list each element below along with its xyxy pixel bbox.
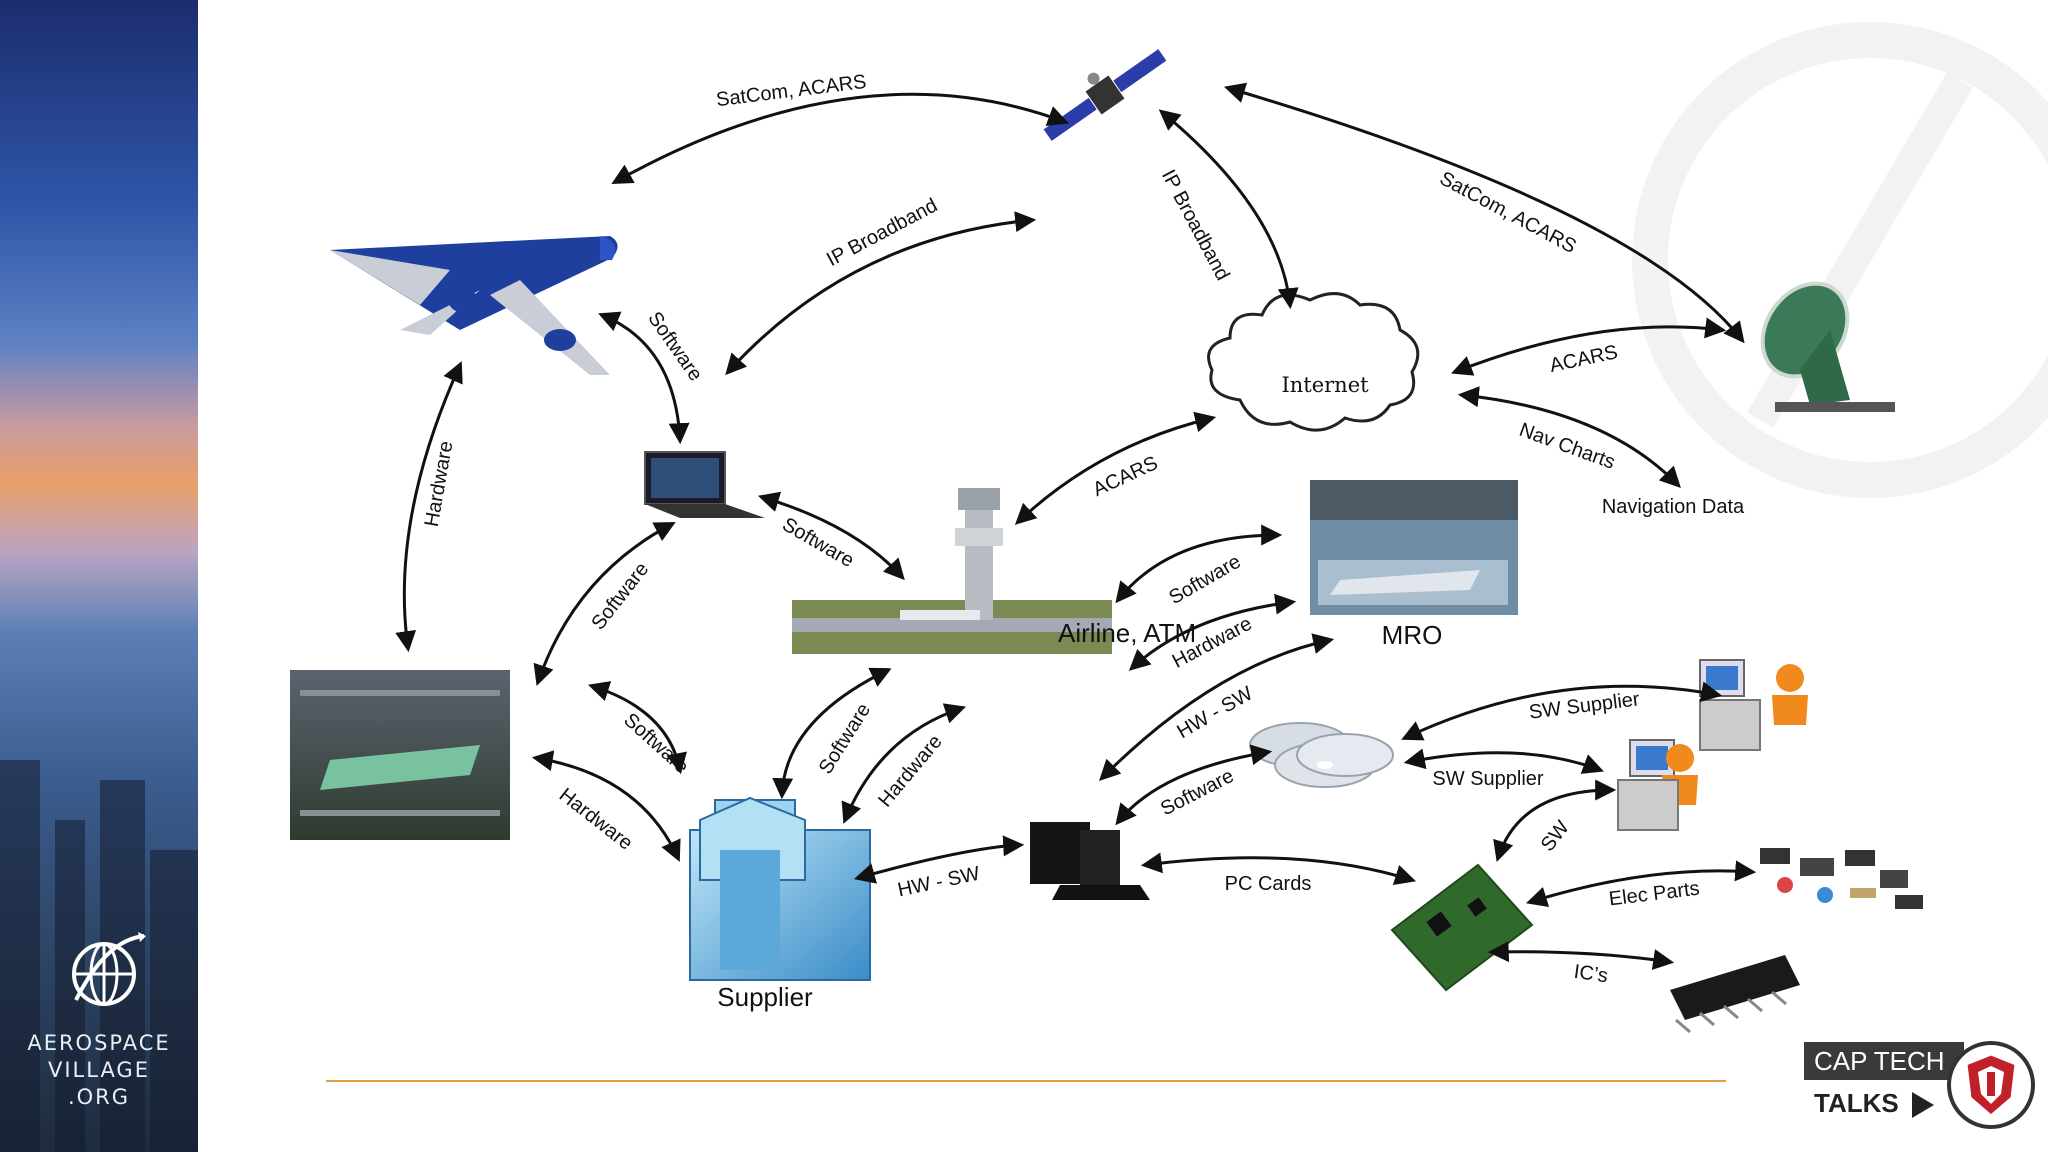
airline-atm-photo [792, 488, 1112, 654]
edge-arrow-internet-airline [1014, 411, 1217, 525]
edge-arrow-airline-mro-software [1115, 524, 1283, 604]
cap-shield-logo-icon [1947, 1041, 2035, 1129]
edge-label-satellite-groundstation: SatCom, ACARS [1436, 168, 1580, 258]
edge-arrow-satellite-laptop [725, 211, 1037, 376]
edge-arrow-internet-navdata [1457, 386, 1681, 489]
play-arrow-icon [1912, 1092, 1934, 1118]
skyline-shape [100, 780, 145, 1152]
mro-hangar-photo [1310, 480, 1518, 615]
edge-arrow-circuit-swsupplier [1493, 779, 1617, 862]
edge-arrow-factory-supplier-hardware [531, 750, 681, 862]
supplier-label: Supplier [717, 982, 813, 1012]
edge-label-aircraft-laptop: Software [643, 308, 706, 385]
edge-arrow-satellite-groundstation [1223, 82, 1745, 344]
edge-label-supplier-airline-hardware: Hardware [874, 731, 947, 812]
software-discs-icon [1249, 722, 1394, 788]
footer-divider [326, 1080, 1726, 1082]
edge-arrow-laptop-airline [757, 491, 905, 581]
edge-arrow-laptop-factory [533, 522, 676, 686]
edge-label-satellite-internet: IP Broadband [1157, 166, 1234, 284]
edge-label-internet-navdata: Nav Charts [1516, 419, 1618, 474]
edge-label-aircraft-satellite: SatCom, ACARS [715, 71, 868, 111]
sidebar-background: AEROSPACE VILLAGE .ORG [0, 0, 198, 1152]
edge-arrow-satellite-internet [1158, 109, 1299, 310]
aerospace-village-globe-icon [72, 932, 146, 1006]
edge-label-airline-mro-software: Software [1165, 551, 1244, 610]
internet-label: Internet [1281, 373, 1369, 397]
laptop-icon [644, 451, 765, 518]
edge-label-laptop-factory: Software [587, 558, 653, 634]
sw-supplier-workstation-icon [1617, 739, 1698, 831]
talks-label: TALKS [1814, 1088, 1899, 1118]
integrated-circuit-chip-icon [1670, 955, 1800, 1034]
edge-label-factory-supplier-hardware: Hardware [555, 784, 637, 855]
edge-label-computer-circuit: PC Cards [1225, 873, 1312, 895]
edge-label-laptop-airline: Software [778, 514, 857, 573]
org-name-line-1: AEROSPACE [27, 1031, 171, 1055]
desktop-computer-icon [1030, 822, 1150, 900]
edge-arrow-groundstation-internet [1451, 317, 1727, 376]
edge-arrow-circuit-ics [1487, 941, 1675, 970]
navigation-data-label: Navigation Data [1602, 496, 1745, 518]
edge-label-computer-mro: HW - SW [1173, 682, 1256, 743]
connection-arrows [395, 82, 1757, 970]
edge-label-supplier-computer: HW - SW [896, 863, 982, 902]
edge-arrow-disks-swsupplier1 [1401, 681, 1723, 741]
skyline-shape [0, 760, 40, 1152]
organization-logo-text: AEROSPACE VILLAGE .ORG [0, 1030, 198, 1111]
mro-label: MRO [1382, 620, 1443, 650]
edge-label-groundstation-internet: ACARS [1548, 341, 1620, 377]
edge-arrow-circuit-elecparts [1525, 860, 1757, 908]
supplier-building-icon [689, 796, 871, 981]
edge-arrow-computer-disks [1115, 744, 1273, 826]
airline-atm-label: Airline, ATM [1058, 618, 1196, 648]
edge-arrow-supplier-computer [853, 835, 1025, 884]
edge-label-circuit-elecparts: Elec Parts [1608, 878, 1701, 911]
edge-arrow-aircraft-factory [395, 361, 463, 653]
org-name-line-2: VILLAGE [48, 1058, 150, 1082]
watermark-globe-icon [1632, 22, 2048, 498]
org-name-line-3: .ORG [67, 1085, 131, 1109]
sw-supplier-workstation-icon [1699, 659, 1808, 751]
edge-label-computer-disks: Software [1157, 765, 1237, 820]
edge-arrow-computer-circuit [1140, 852, 1417, 886]
aircraft-factory-photo [290, 670, 510, 840]
edge-label-circuit-swsupplier: SW [1537, 817, 1574, 856]
edge-arrow-aircraft-satellite [611, 92, 1069, 185]
edge-label-internet-airline: ACARS [1090, 452, 1162, 501]
electronic-parts-icon [1760, 848, 1923, 909]
satellite-icon [1043, 49, 1167, 141]
internet-cloud-icon [1207, 292, 1420, 432]
circuit-board-icon [1390, 863, 1534, 992]
edge-arrow-supplier-airline-software [772, 667, 892, 800]
cap-tech-label: CAP TECH [1804, 1042, 1964, 1080]
skyline-shape [150, 850, 198, 1152]
ground-station-dish-icon [1760, 281, 1895, 412]
edge-arrow-aircraft-laptop [598, 311, 690, 445]
skyline-shape [55, 820, 85, 1152]
edge-label-circuit-ics: IC’s [1572, 961, 1609, 988]
aircraft-icon [330, 236, 618, 375]
edge-label-factory-supplier-software: Software [619, 709, 692, 778]
edge-label-disks-swsupplier2: SW Supplier [1432, 768, 1543, 790]
edge-arrow-supplier-airline-hardware [841, 703, 966, 824]
edge-arrow-disks-swsupplier2 [1403, 748, 1604, 774]
